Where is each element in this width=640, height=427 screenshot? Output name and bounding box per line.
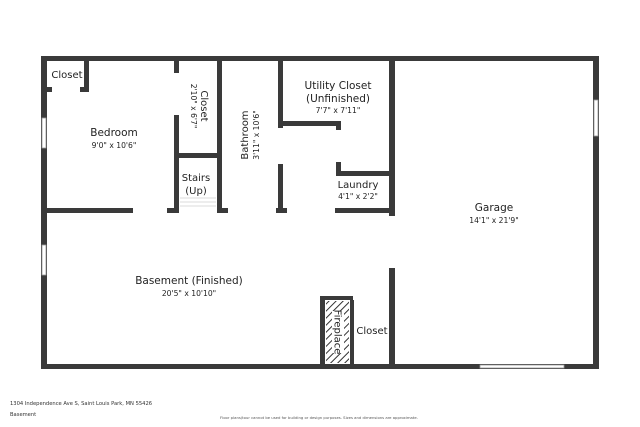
closet-nw-label: Closet [51, 70, 82, 81]
outer-walls [41, 56, 599, 369]
floor-level-label: Basement [10, 412, 37, 418]
closet-upper-name: Closet [198, 90, 209, 121]
disclaimer-text: Floor plans/tour cannot be used for buil… [220, 415, 418, 420]
address-text: 1304 Independence Ave S, Saint Louis Par… [10, 401, 153, 407]
bedroom-dims: 9'0" x 10'6" [92, 141, 137, 150]
bathroom-dims: 3'11" x 10'6" [252, 110, 261, 159]
garage-name: Garage [475, 202, 513, 214]
fireplace-label: Fireplace [332, 310, 343, 355]
bathroom-name: Bathroom [240, 110, 251, 159]
laundry-dims: 4'1" x 2'2" [338, 192, 378, 201]
laundry-name: Laundry [338, 180, 379, 191]
utility-name-line2: (Unfinished) [306, 93, 370, 105]
bedroom-name: Bedroom [90, 127, 138, 139]
basement-name: Basement (Finished) [135, 275, 243, 287]
utility-dims: 7'7" x 7'11" [316, 106, 361, 115]
closet-se-label: Closet [356, 326, 387, 337]
stairs-label-line2: (Up) [185, 186, 207, 197]
door-openings [52, 73, 395, 300]
closet-upper-dims: 2'10" x 6'7" [189, 84, 198, 129]
windows [41, 99, 599, 369]
stairs-lines [180, 197, 216, 207]
stairs-label-line1: Stairs [182, 173, 211, 184]
basement-dims: 20'5" x 10'10" [162, 289, 216, 298]
floor-plan: Closet Bedroom 9'0" x 10'6" Closet 2'10"… [41, 56, 599, 369]
garage-dims: 14'1" x 21'9" [469, 216, 518, 225]
utility-name-line1: Utility Closet [305, 80, 372, 92]
